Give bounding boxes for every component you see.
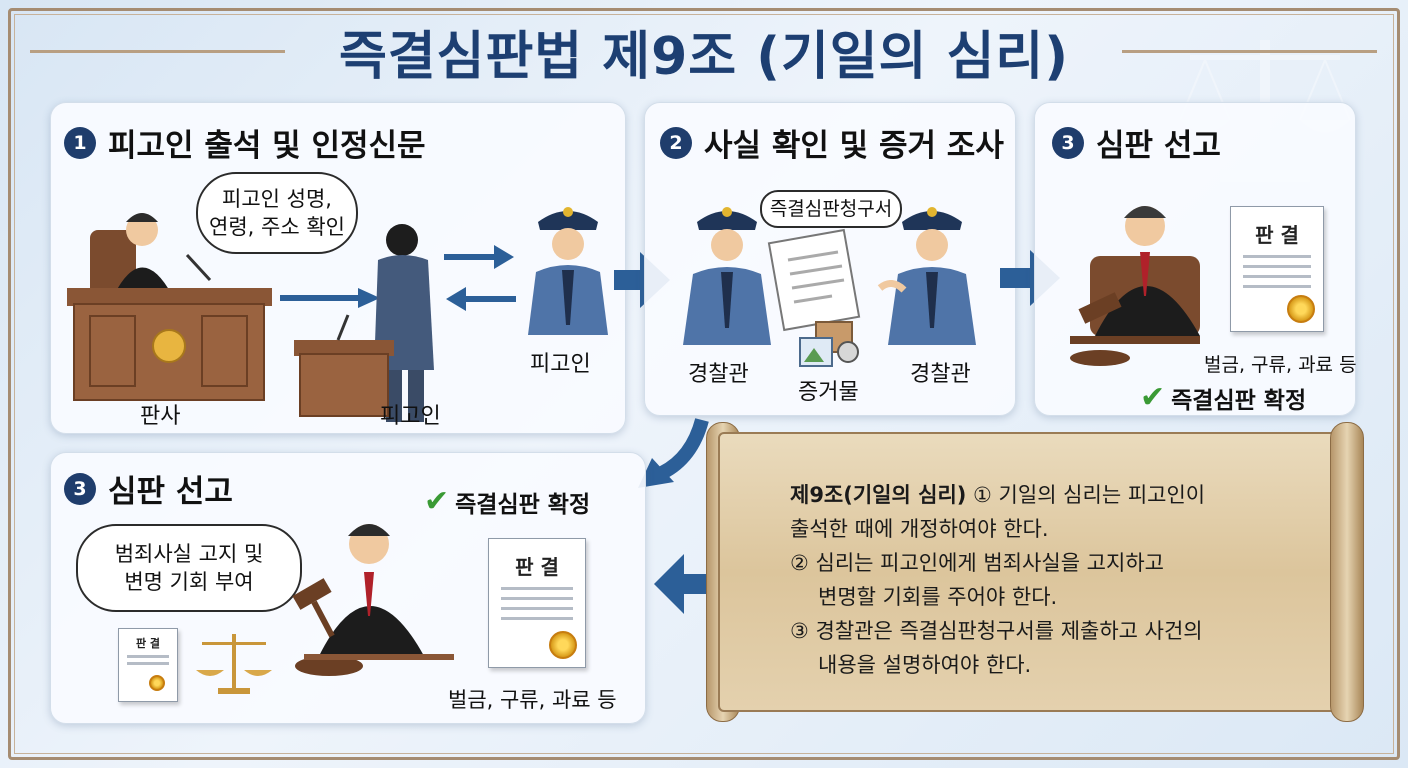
judgment-document: 판 결 <box>1230 206 1324 332</box>
outer-frame <box>8 8 1400 760</box>
step3-header: 3 심판 선고 <box>1052 120 1221 165</box>
police-illustration <box>528 207 608 335</box>
scroll-roll-right <box>1330 422 1364 722</box>
doc-line <box>1243 285 1311 288</box>
judge-label: 판사 <box>140 404 181 429</box>
title-divider-left <box>30 50 285 53</box>
small-judgment-document: 판 결 <box>118 628 178 702</box>
step1-bubble-line2: 연령, 주소 확인 <box>209 215 345 239</box>
seal-icon <box>149 675 165 691</box>
step1-bubble-line1: 피고인 성명, <box>222 187 332 211</box>
claim-document-tag: 즉결심판청구서 <box>760 190 902 228</box>
step3-confirm: ✔ 즉결심판 확정 <box>1140 380 1306 415</box>
judgment-doc-title-large: 판 결 <box>515 555 559 579</box>
arrow-icon <box>444 245 516 311</box>
doc-line <box>501 587 573 590</box>
step3-number-badge: 3 <box>1052 126 1084 159</box>
police-right-label: 경찰관 <box>910 362 971 387</box>
doc-line <box>127 662 169 665</box>
law-p2-a: ② 심리는 피고인에게 범죄사실을 고지하고 <box>790 551 1164 575</box>
doc-line <box>1243 265 1311 268</box>
scales-icon <box>196 634 272 694</box>
check-icon: ✔ <box>1140 380 1166 415</box>
law-text: 제9조(기일의 심리) ① 기일의 심리는 피고인이 출석한 때에 개정하여야 … <box>790 478 1330 682</box>
step3-title: 심판 선고 <box>1096 128 1221 164</box>
step4-bubble-line1: 범죄사실 고지 및 <box>114 542 264 566</box>
step3-penalties: 벌금, 구류, 과료 등 <box>1204 354 1357 376</box>
law-heading: 제9조(기일의 심리) <box>790 483 967 507</box>
law-p3-a: ③ 경찰관은 즉결심판청구서를 제출하고 사건의 <box>790 619 1203 643</box>
step1-title: 피고인 출석 및 인정신문 <box>108 128 426 164</box>
judgment-document-large: 판 결 <box>488 538 586 668</box>
step2-title: 사실 확인 및 증거 조사 <box>704 128 1004 164</box>
step2-number-badge: 2 <box>660 126 692 159</box>
doc-line <box>501 597 573 600</box>
step2-header: 2 사실 확인 및 증거 조사 <box>660 120 1004 165</box>
photo-icon <box>799 321 859 367</box>
step1-speech-bubble: 피고인 성명, 연령, 주소 확인 <box>196 172 358 254</box>
doc-line <box>1243 255 1311 258</box>
small-doc-title: 판 결 <box>135 637 161 650</box>
defendant-illustration <box>294 224 434 422</box>
step4-bubble-line2: 변명 기회 부여 <box>124 570 254 594</box>
step3-confirm-text: 즉결심판 확정 <box>1171 387 1307 414</box>
title-divider-right <box>1122 50 1377 53</box>
arrow-icon <box>280 288 380 308</box>
inner-frame <box>14 14 1394 754</box>
seal-icon <box>549 631 577 659</box>
step1-header: 1 피고인 출석 및 인정신문 <box>64 120 426 165</box>
document-icon <box>767 228 861 332</box>
defendant-label: 피고인 <box>380 404 441 429</box>
step4-confirm: ✔ 즉결심판 확정 <box>424 484 590 519</box>
step4-confirm-text: 즉결심판 확정 <box>455 491 591 518</box>
step4-title: 심판 선고 <box>108 474 233 510</box>
law-p2-b: 변명할 기회를 주어야 한다. <box>818 585 1058 609</box>
step1-number-badge: 1 <box>64 126 96 159</box>
defendant-right-label: 피고인 <box>530 352 591 377</box>
step4-header: 3 심판 선고 <box>64 466 233 511</box>
judgment-doc-title: 판 결 <box>1255 223 1299 247</box>
step4-number-badge: 3 <box>64 472 96 505</box>
doc-line <box>501 617 573 620</box>
police-left-label: 경찰관 <box>688 362 749 387</box>
police-right-illustration <box>877 207 976 345</box>
judge-gavel-illustration <box>292 524 454 676</box>
judge-illustration <box>1070 206 1200 366</box>
doc-line <box>501 607 573 610</box>
evidence-label: 증거물 <box>798 380 859 405</box>
page-title: 즉결심판법 제9조 (기일의 심리) <box>338 27 1070 87</box>
law-p1-a: ① 기일의 심리는 피고인이 <box>973 483 1206 507</box>
law-p1-b: 출석한 때에 개정하여야 한다. <box>790 517 1049 541</box>
arrow-icon <box>638 418 709 488</box>
law-scroll <box>718 432 1354 712</box>
doc-line <box>127 655 169 658</box>
law-p3-b: 내용을 설명하여야 한다. <box>818 653 1032 677</box>
police-left-illustration <box>683 207 771 345</box>
doc-line <box>1243 275 1311 278</box>
judge-bench-illustration <box>67 213 272 401</box>
step4-penalties: 벌금, 구류, 과료 등 <box>448 688 617 712</box>
check-icon: ✔ <box>424 484 450 519</box>
step4-speech-bubble: 범죄사실 고지 및 변명 기회 부여 <box>76 524 302 612</box>
seal-icon <box>1287 295 1315 323</box>
